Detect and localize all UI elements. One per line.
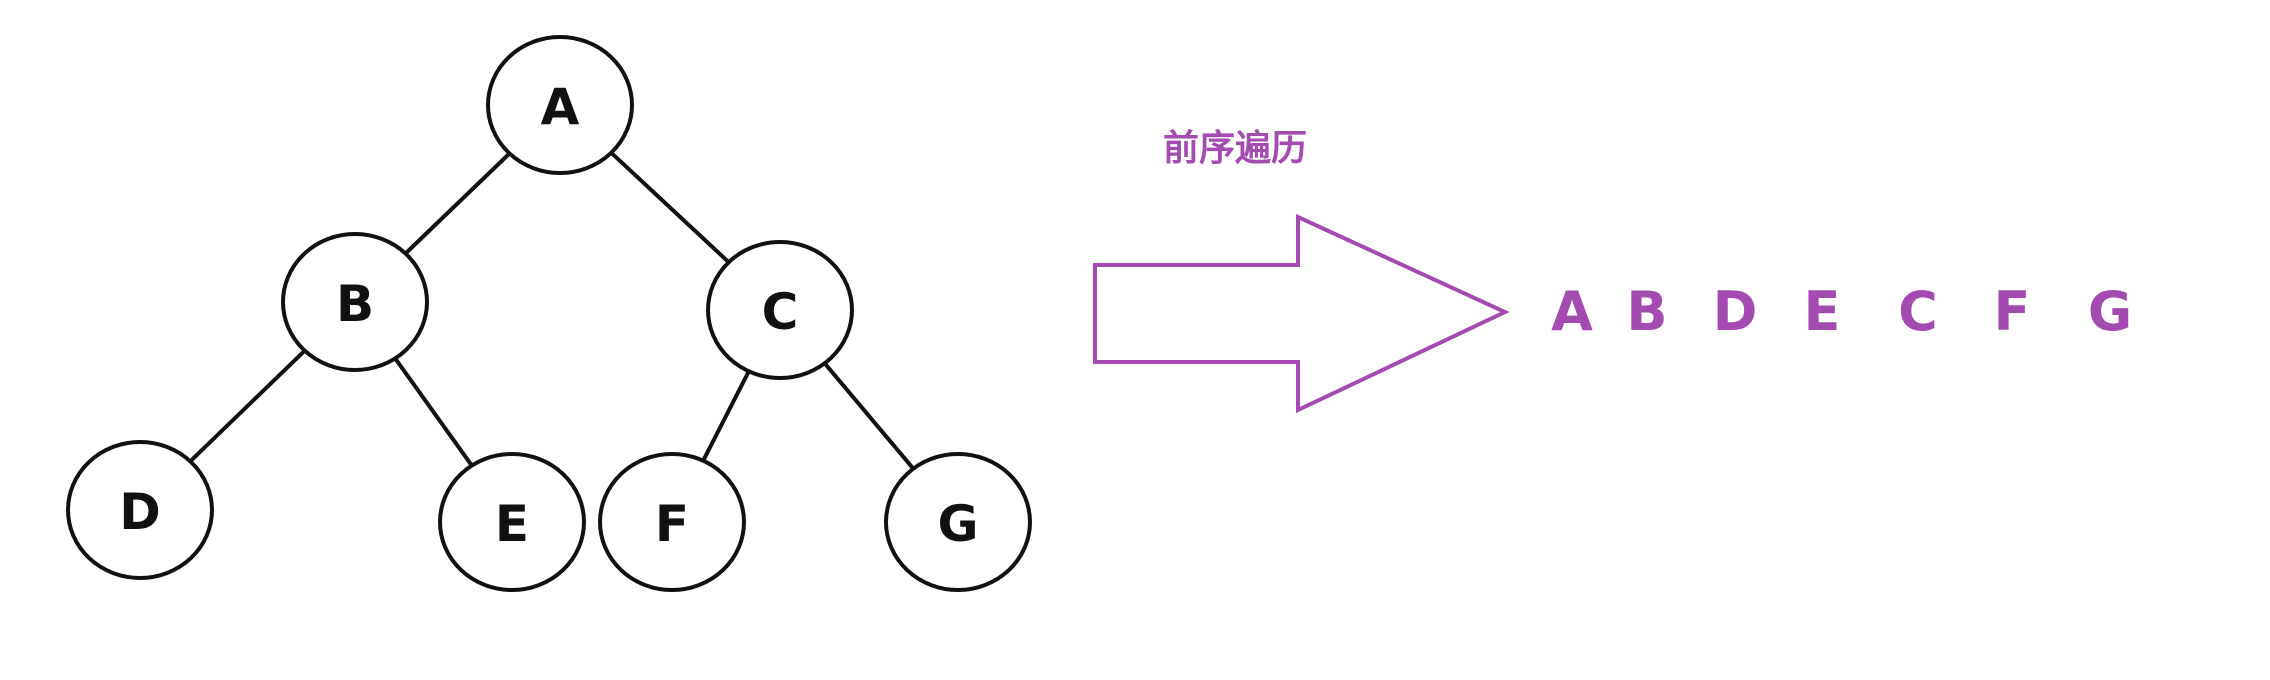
tree-node-d: D: [66, 440, 214, 580]
tree-node-g: G: [884, 452, 1032, 592]
edge-a-c: [609, 150, 731, 265]
preorder-sequence: A B D E C F G: [1551, 280, 2132, 343]
node-label: D: [119, 483, 161, 541]
sequence-item-3: D: [1713, 280, 1758, 343]
sequence-item-6: F: [1994, 280, 2031, 343]
tree-nodes: A B C D E F G: [66, 35, 1032, 592]
edge-b-d: [188, 348, 307, 464]
node-circle: [706, 240, 854, 380]
node-circle: [884, 452, 1032, 592]
tree-node-a: A: [486, 35, 634, 175]
sequence-item-2: B: [1626, 280, 1667, 343]
sequence-item-4: E: [1804, 280, 1841, 343]
edge-a-b: [403, 151, 512, 256]
tree-node-e: E: [438, 452, 586, 592]
node-circle: [281, 232, 429, 372]
traversal-caption: 前序遍历: [1163, 128, 1307, 169]
tree-node-b: B: [281, 232, 429, 372]
node-label: C: [762, 283, 799, 341]
tree-edges: [188, 150, 916, 471]
edge-c-f: [701, 369, 751, 463]
node-circle: [486, 35, 634, 175]
right-arrow-icon: [1093, 213, 1510, 414]
node-circle: [598, 452, 746, 592]
edge-c-g: [822, 361, 916, 471]
node-label: B: [336, 275, 374, 333]
node-label: E: [495, 495, 529, 553]
tree-node-f: F: [598, 452, 746, 592]
tree-node-c: C: [706, 240, 854, 380]
node-label: G: [937, 495, 978, 553]
sequence-item-1: A: [1551, 280, 1593, 343]
node-label: A: [541, 78, 580, 136]
node-label: F: [655, 495, 689, 553]
node-circle: [66, 440, 214, 580]
edge-b-e: [393, 356, 474, 468]
sequence-item-7: G: [2088, 280, 2132, 343]
sequence-item-5: C: [1898, 280, 1938, 343]
node-circle: [438, 452, 586, 592]
